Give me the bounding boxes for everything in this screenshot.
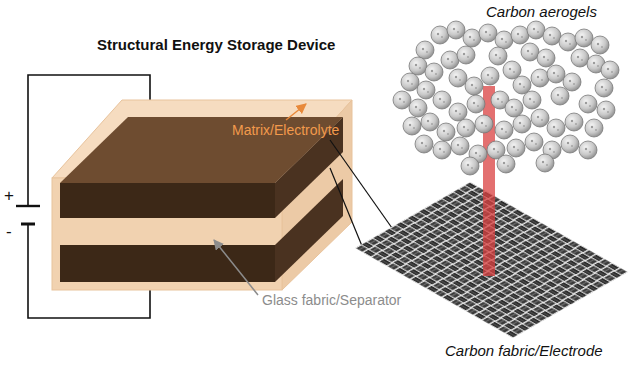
aerogel-particles: [393, 21, 619, 175]
pore-column: [483, 86, 495, 276]
negative-sign: -: [6, 222, 12, 242]
leader-arrow: [214, 240, 258, 295]
matrix-label: Matrix/Electrolyte: [232, 122, 339, 139]
electrode-layer: [60, 179, 343, 282]
device-title: Structural Energy Storage Device: [97, 36, 335, 54]
aerogel-label: Carbon aerogels: [486, 3, 597, 21]
electrode-layer: [60, 117, 343, 218]
matrix-block: [52, 100, 352, 290]
electrode-label: Carbon fabric/Electrode: [445, 342, 603, 360]
zoom-line: [330, 140, 392, 246]
separator-label: Glass fabric/Separator: [262, 292, 401, 309]
positive-sign: +: [4, 186, 14, 206]
battery-symbol: [16, 206, 40, 224]
leader-arrow: [286, 104, 306, 120]
